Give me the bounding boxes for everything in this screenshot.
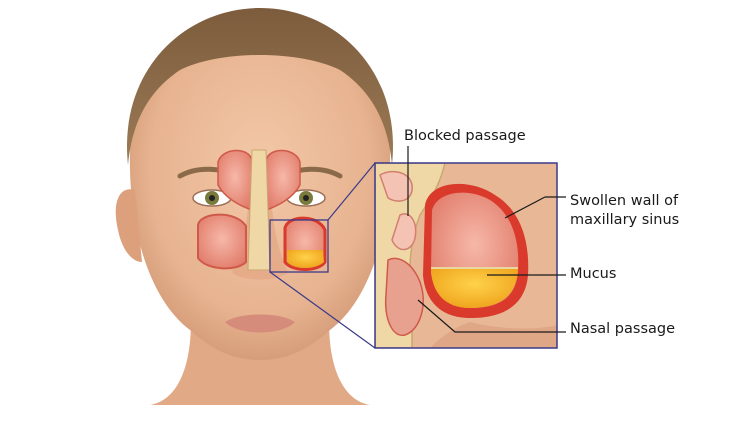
inset-border — [374, 162, 558, 349]
inset-magnified-view — [375, 163, 557, 348]
leader-swollen-wall — [504, 196, 546, 219]
left-ear — [115, 189, 142, 262]
label-swollen-wall-line2: maxillary sinus — [570, 212, 680, 228]
left-eye — [192, 189, 232, 207]
inset-connector-top — [327, 162, 376, 221]
inset-marker — [269, 219, 329, 273]
label-mucus: Mucus — [570, 266, 617, 282]
label-swollen-wall: Swollen wall of maxillary sinus — [570, 192, 679, 230]
sinus-overlay — [197, 149, 329, 273]
mouth — [225, 314, 295, 333]
leader-nasal-passage — [417, 299, 566, 333]
label-blocked-passage: Blocked passage — [404, 128, 526, 144]
inset-connector-bottom — [269, 271, 376, 349]
label-swollen-wall-line1: Swollen wall of — [570, 193, 679, 209]
label-nasal-passage: Nasal passage — [570, 321, 676, 337]
hair — [127, 8, 393, 165]
